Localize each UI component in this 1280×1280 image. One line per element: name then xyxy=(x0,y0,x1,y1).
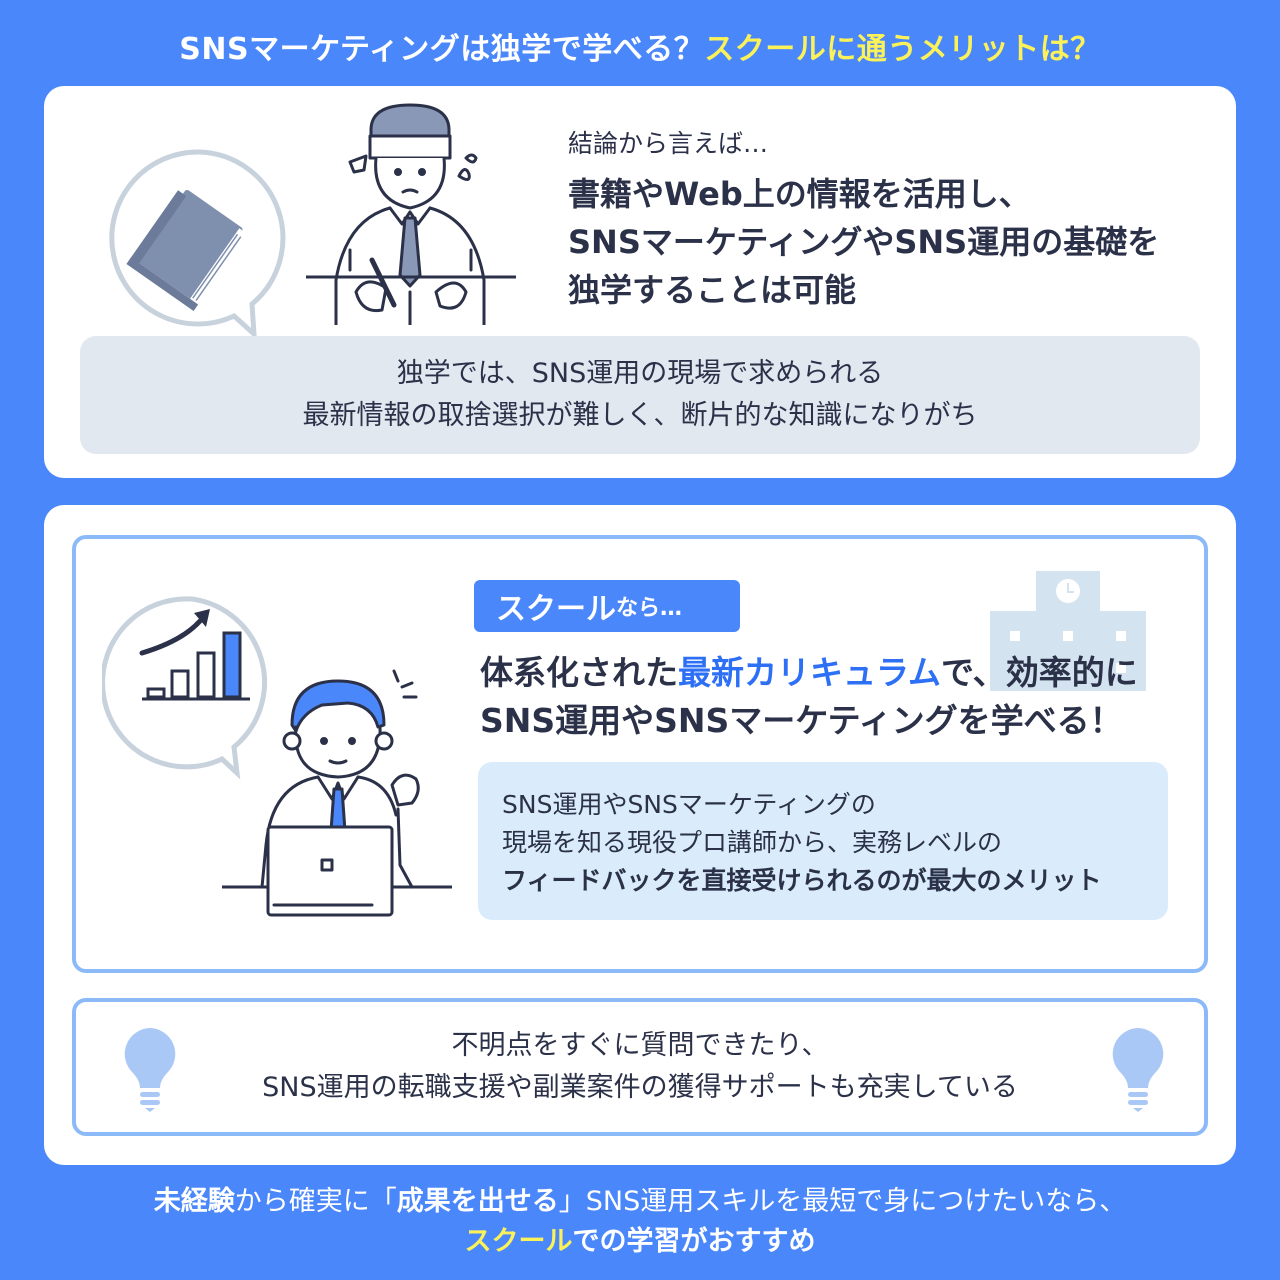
statement-text: で、効率的に xyxy=(941,653,1138,692)
footer-recommendation: 未経験から確実に「成果を出せる」SNS運用スキルを最短で身につけたいなら、 スク… xyxy=(0,1182,1280,1262)
statement-line: SNS運用やSNSマーケティングを学べる！ xyxy=(480,701,1123,740)
conclusion-line: 独学することは可能 xyxy=(568,271,857,309)
conclusion-line: 書籍やWeb上の情報を活用し、 xyxy=(568,175,1031,213)
school-benefit-frame xyxy=(72,535,1208,973)
title-highlight: スクールに通うメリットは？ xyxy=(704,32,1101,67)
footer-text: 未経験 xyxy=(153,1186,235,1217)
self-study-card: 結論から言えば… 書籍やWeb上の情報を活用し、 SNSマーケティングやSNS運… xyxy=(44,86,1236,478)
conclusion-statement: 書籍やWeb上の情報を活用し、 SNSマーケティングやSNS運用の基礎を 独学す… xyxy=(568,170,1159,314)
school-building-icon xyxy=(990,571,1146,691)
statement-text: 体系化された xyxy=(480,653,678,692)
school-detail-box: SNS運用やSNSマーケティングの 現場を知る現役プロ講師から、実務レベルの フ… xyxy=(478,762,1168,920)
detail-line: SNS運用やSNSマーケティングの xyxy=(502,790,876,819)
badge-suffix: なら… xyxy=(616,596,683,621)
support-box: 不明点をすぐに質問できたり、 SNS運用の転職支援や副業案件の獲得サポートも充実… xyxy=(72,998,1208,1136)
footer-text: 成果を出せる xyxy=(396,1186,559,1217)
school-statement: 体系化された最新カリキュラムで、効率的に SNS運用やSNSマーケティングを学べ… xyxy=(480,649,1138,745)
footer-text: 」SNS運用スキルを最短で身につけたいなら、 xyxy=(558,1186,1127,1217)
title-question: SNSマーケティングは独学で学べる？ xyxy=(179,32,705,67)
conclusion-line: SNSマーケティングやSNS運用の基礎を xyxy=(568,223,1160,261)
lightbulb-icon xyxy=(1112,1028,1164,1112)
statement-accent: 最新カリキュラム xyxy=(678,653,942,692)
support-line: SNS運用の転職支援や副業案件の獲得サポートも充実している xyxy=(262,1072,1018,1103)
support-line: 不明点をすぐに質問できたり、 xyxy=(451,1030,829,1061)
school-card: スクールなら… 体系化された最新カリキュラムで、効率的に SNS運用やSNSマー… xyxy=(44,505,1236,1165)
detail-line: フィードバックを直接受けられるのが最大のメリット xyxy=(502,866,1102,895)
detail-line: 現場を知る現役プロ講師から、実務レベルの xyxy=(502,828,1003,857)
worried-student-illustration xyxy=(306,103,516,325)
conclusion-lead: 結論から言えば… xyxy=(568,129,769,158)
growth-chart-icon xyxy=(102,596,268,780)
caution-line: 最新情報の取捨選択が難しく、断片的な知識になりがち xyxy=(302,400,978,431)
happy-student-laptop-illustration xyxy=(222,669,452,917)
caution-line: 独学では、SNS運用の現場で求められる xyxy=(396,358,884,389)
book-icon xyxy=(109,149,286,340)
lightbulb-icon xyxy=(124,1028,176,1112)
badge-label: スクール xyxy=(496,592,616,627)
footer-text: から確実に「 xyxy=(234,1186,397,1217)
page-title: SNSマーケティングは独学で学べる？スクールに通うメリットは？ xyxy=(0,24,1280,68)
self-study-caution-box: 独学では、SNS運用の現場で求められる 最新情報の取捨選択が難しく、断片的な知識… xyxy=(80,336,1200,454)
footer-highlight: スクール xyxy=(464,1226,573,1257)
footer-text: での学習がおすすめ xyxy=(572,1226,816,1257)
school-badge: スクールなら… xyxy=(474,580,740,632)
